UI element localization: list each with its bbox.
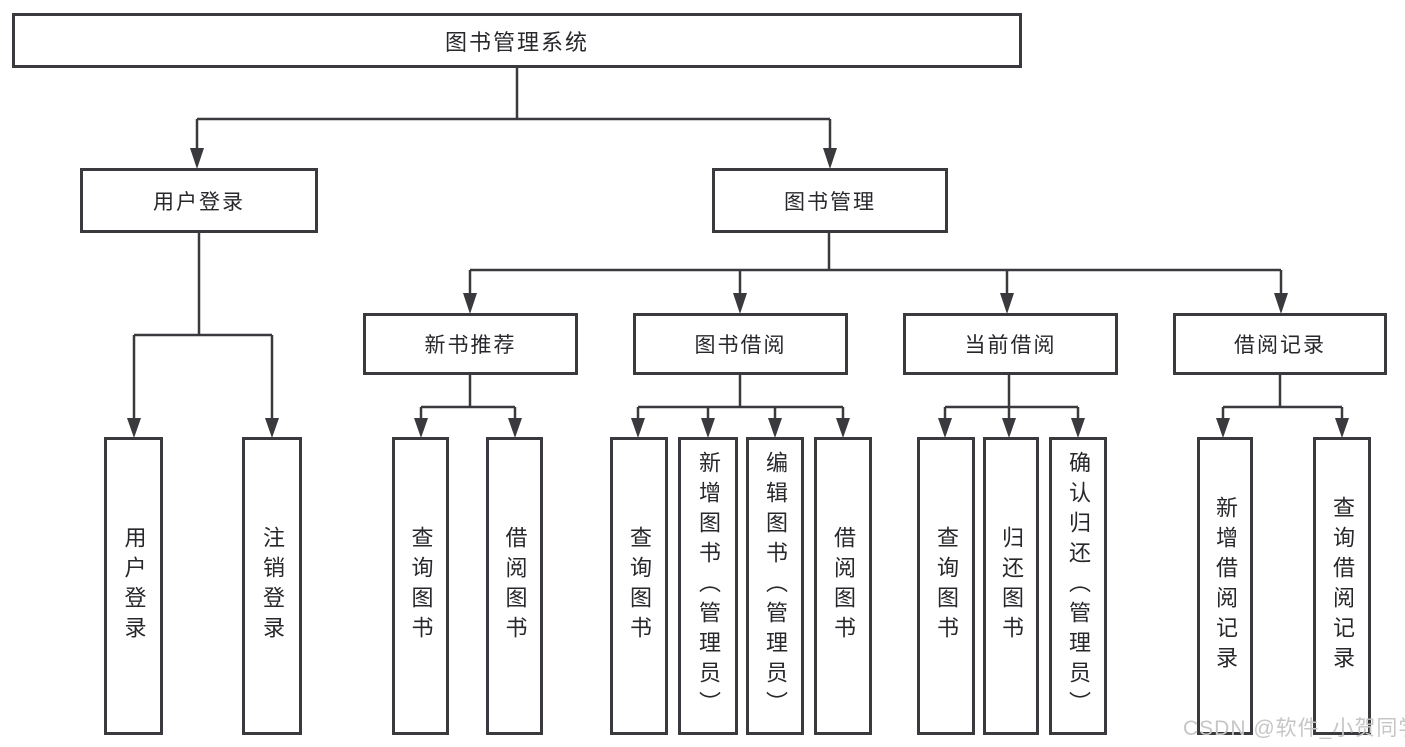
node-borrow-records-label: 借阅记录 [1234,334,1326,357]
node-user-login-label: 用户登录 [121,526,147,646]
node-nb-query-book-label: 查询图书 [408,526,434,646]
node-logout-label: 注销登录 [260,526,285,646]
node-bb-borrow-book-label: 借阅图书 [831,526,856,646]
node-br-add-record: 新增借阅记录 [1197,437,1253,735]
node-library-system-label: 图书管理系统 [444,29,589,55]
node-cb-confirm-return: 确认归还（管理员） [1049,437,1107,735]
node-nb-borrow-book: 借阅图书 [486,437,543,735]
node-current-borrow-label: 当前借阅 [964,334,1057,357]
node-br-query-record-label: 查询借阅记录 [1330,496,1355,676]
node-bb-edit-book: 编辑图书（管理员） [746,437,804,735]
node-new-book-recommend: 新书推荐 [363,313,578,375]
node-cb-query-book: 查询图书 [917,437,975,735]
node-current-borrow: 当前借阅 [903,313,1118,375]
node-bb-query-book-label: 查询图书 [627,526,652,646]
node-cb-confirm-return-label: 确认归还（管理员） [1066,451,1091,721]
arrowheads [127,148,1349,438]
node-bb-borrow-book: 借阅图书 [814,437,872,735]
node-bb-edit-book-label: 编辑图书（管理员） [763,451,788,721]
watermark: CSDN @软件_小贺同学 [1183,717,1405,740]
node-library-system: 图书管理系统 [12,13,1022,68]
node-br-query-record: 查询借阅记录 [1313,437,1371,735]
node-book-management: 图书管理 [712,168,948,233]
node-user-login: 用户登录 [104,437,163,735]
node-book-borrow-label: 图书借阅 [694,334,787,357]
node-new-book-recommend-label: 新书推荐 [424,334,517,357]
node-nb-query-book: 查询图书 [392,437,449,735]
node-user-login-branch: 用户登录 [80,168,318,233]
node-cb-return-book-label: 归还图书 [999,526,1024,646]
node-user-login-branch-label: 用户登录 [153,190,245,214]
node-cb-return-book: 归还图书 [983,437,1039,735]
node-nb-borrow-book-label: 借阅图书 [502,526,528,646]
node-book-borrow: 图书借阅 [633,313,848,375]
node-borrow-records: 借阅记录 [1173,313,1387,375]
node-bb-add-book: 新增图书（管理员） [678,437,738,735]
node-bb-add-book-label: 新增图书（管理员） [696,451,721,721]
node-bb-query-book: 查询图书 [610,437,668,735]
node-logout: 注销登录 [242,437,302,735]
node-br-add-record-label: 新增借阅记录 [1213,496,1238,676]
node-book-management-label: 图书管理 [784,190,876,214]
node-cb-query-book-label: 查询图书 [934,526,959,646]
